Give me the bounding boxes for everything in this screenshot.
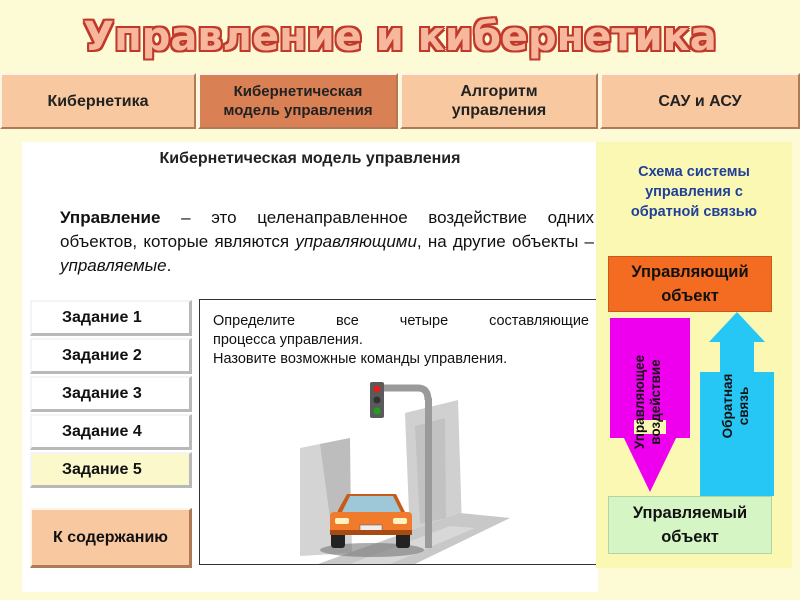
page-title: Управление и кибернетика xyxy=(83,14,717,60)
road-illustration xyxy=(300,382,510,564)
nav-sau-asu[interactable]: САУ и АСУ xyxy=(600,73,800,129)
car-icon xyxy=(330,494,412,548)
task-button-3[interactable]: Задание 3 xyxy=(30,376,192,412)
control-action-arrow-body xyxy=(610,318,690,438)
feedback-arrow-body xyxy=(700,372,774,496)
emphasis-controlled: управляемые xyxy=(60,256,167,275)
top-navigation: Кибернетика Кибернетическая модель управ… xyxy=(0,73,800,131)
task-line-1: Определите все четыре составляющие xyxy=(213,313,589,329)
scheme-arrows xyxy=(610,312,774,496)
task-button-2[interactable]: Задание 2 xyxy=(30,338,192,374)
emphasis-controlling: управляющими xyxy=(295,232,417,251)
feedback-label: Обратная связь xyxy=(720,373,751,439)
feedback-arrow-head xyxy=(709,312,765,342)
definition-term: Управление xyxy=(60,208,161,227)
task-description: Определите все четыре составляющие проце… xyxy=(213,312,589,369)
task-button-5[interactable]: Задание 5 xyxy=(30,452,192,488)
task-box: Определите все четыре составляющие проце… xyxy=(199,299,597,565)
control-object-box: Управляющий объект xyxy=(608,256,772,312)
nav-cybernetic-model[interactable]: Кибернетическая модель управления xyxy=(198,73,398,129)
controlled-object-box: Управляемый объект xyxy=(608,496,772,554)
scheme-title: Схема системы управления с обратной связ… xyxy=(630,164,758,220)
control-action-arrow-head xyxy=(622,434,678,492)
section-heading: Кибернетическая модель управления xyxy=(159,150,461,167)
definition-text: Управление – это целенаправленное воздей… xyxy=(60,208,594,275)
traffic-light-pole xyxy=(425,398,432,548)
nav-control-algorithm[interactable]: Алгоритм управления xyxy=(400,73,598,129)
control-action-label: Управляющее воздействие xyxy=(632,354,663,450)
task-line-2: процесса управления. xyxy=(213,332,363,348)
task-line-3: Назовите возможные команды управления. xyxy=(213,351,508,367)
feedback-scheme: Схема системы управления с обратной связ… xyxy=(596,142,792,568)
table-of-contents-button[interactable]: К содержанию xyxy=(30,508,192,568)
task-button-4[interactable]: Задание 4 xyxy=(30,414,192,450)
task-button-1[interactable]: Задание 1 xyxy=(30,300,192,336)
nav-cybernetics[interactable]: Кибернетика xyxy=(0,73,196,129)
